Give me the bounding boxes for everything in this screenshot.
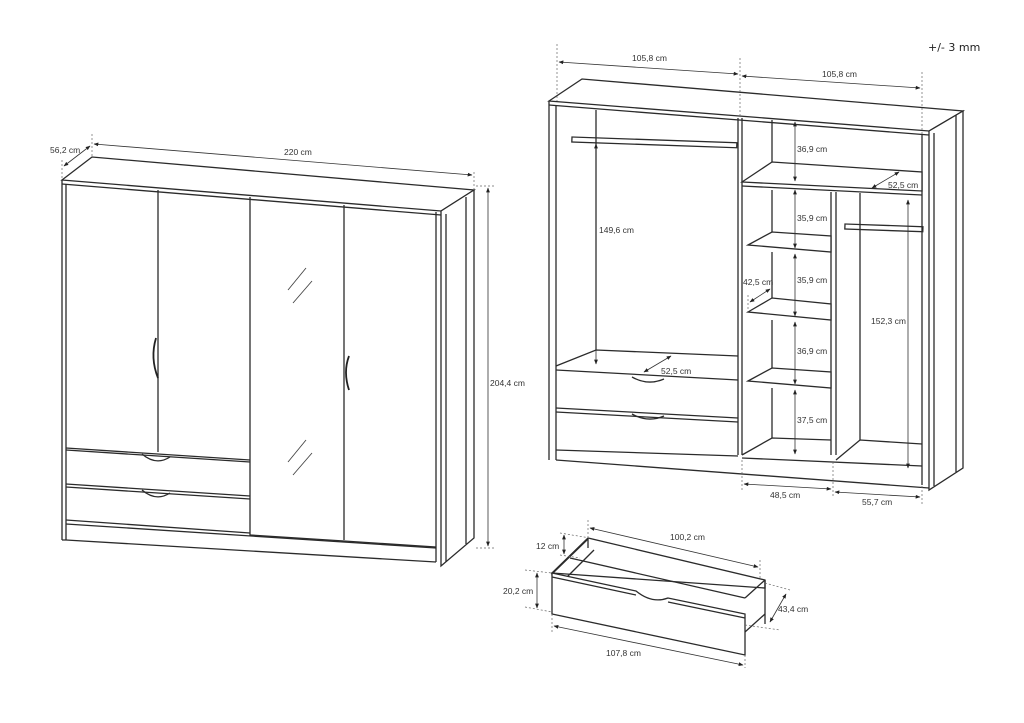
drawer: 100,2 cm 12 cm 20,2 cm 107,8 cm 43,4 cm <box>503 520 808 668</box>
right-section-width-label: 105,8 cm <box>822 69 857 79</box>
drawer-side-height-label: 12 cm <box>536 541 559 551</box>
shelf-depth-label: 42,5 cm <box>743 277 773 287</box>
shelf-column-width-label: 48,5 cm <box>770 490 800 500</box>
drawer-outer-length-label: 107,8 cm <box>606 648 641 658</box>
hanging-column-width-label: 55,7 cm <box>862 497 892 507</box>
left-section-width-label: 105,8 cm <box>632 53 667 63</box>
top-shelf-height-label: 36,9 cm <box>797 144 827 154</box>
drawer-depth-label: 43,4 cm <box>778 604 808 614</box>
drawer-front-height-label: 20,2 cm <box>503 586 533 596</box>
right-hanging-height-label: 152,3 cm <box>871 316 906 326</box>
left-depth-label: 52,5 cm <box>661 366 691 376</box>
depth-label: 56,2 cm <box>50 145 80 155</box>
top-shelf-depth-label: 52,5 cm <box>888 180 918 190</box>
shelf-height-1-label: 35,9 cm <box>797 213 827 223</box>
drawer-inner-length-label: 100,2 cm <box>670 532 705 542</box>
tolerance-note: +/- 3 mm <box>928 41 980 54</box>
width-label: 220 cm <box>284 147 312 157</box>
left-hanging-height-label: 149,6 cm <box>599 225 634 235</box>
open-wardrobe: 105,8 cm 105,8 cm +/- 3 mm 149,6 cm 52,5… <box>547 41 980 507</box>
shelf-height-4-label: 37,5 cm <box>797 415 827 425</box>
shelf-height-2-label: 35,9 cm <box>797 275 827 285</box>
closed-wardrobe: 220 cm 56,2 cm 204,4 cm <box>50 134 525 568</box>
shelf-height-3-label: 36,9 cm <box>797 346 827 356</box>
height-label: 204,4 cm <box>490 378 525 388</box>
